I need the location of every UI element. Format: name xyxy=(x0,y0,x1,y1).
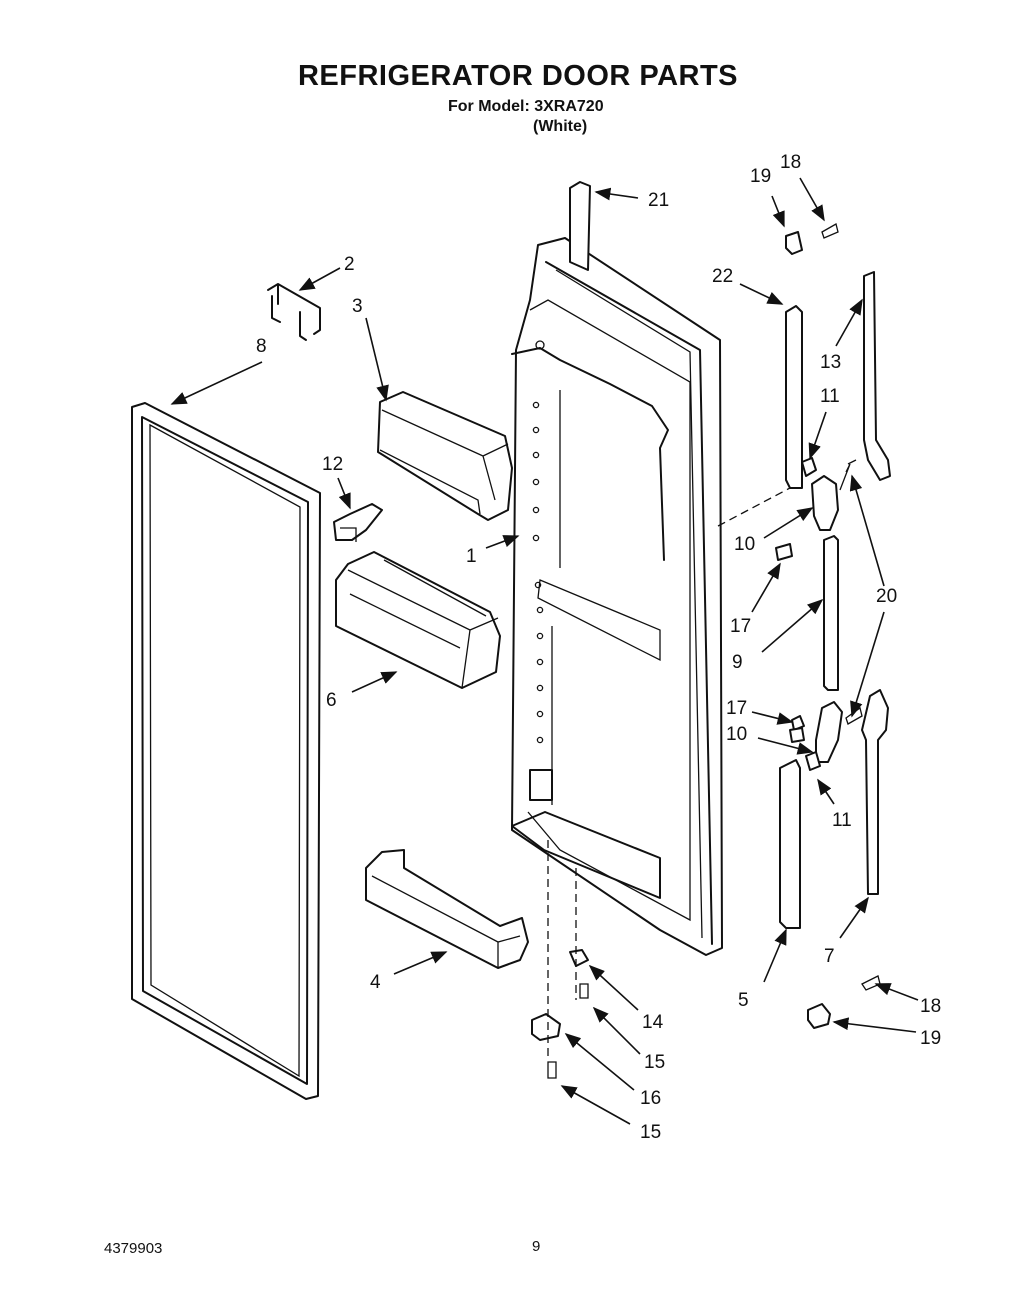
callout-19-top: 19 xyxy=(750,166,771,187)
callout-11-upper: 11 xyxy=(820,386,840,407)
handle-cap-lower xyxy=(815,701,843,763)
page-title: REFRIGERATOR DOOR PARTS xyxy=(297,60,739,92)
callout-9: 9 xyxy=(732,652,743,673)
handle-trim-upper xyxy=(863,271,891,481)
color-label: (White) xyxy=(533,118,588,135)
top-trim-strip xyxy=(569,181,591,271)
callout-4: 4 xyxy=(370,972,381,993)
door-shelf xyxy=(365,849,529,969)
handle-trim-lower xyxy=(861,689,889,895)
model-label: For Model: 3XRA720 xyxy=(448,98,604,115)
lower-trim-strip xyxy=(779,759,801,929)
callout-21: 21 xyxy=(648,190,669,211)
callout-15-upper: 15 xyxy=(644,1052,665,1073)
callout-3: 3 xyxy=(352,296,363,317)
clip-part xyxy=(267,283,321,341)
callout-10-upper: 10 xyxy=(734,534,755,555)
callout-12: 12 xyxy=(322,454,343,475)
callout-20: 20 xyxy=(876,586,897,607)
callout-arrows xyxy=(170,177,919,1125)
callout-17-upper: 17 xyxy=(730,616,751,637)
callout-14: 14 xyxy=(642,1012,664,1033)
callout-18-bottom: 18 xyxy=(920,996,941,1017)
callout-labels: 21 2 3 8 12 1 6 4 19 18 22 13 11 10 17 2… xyxy=(256,152,941,1143)
door-bin xyxy=(335,551,501,689)
callout-16: 16 xyxy=(640,1088,661,1109)
callout-1: 1 xyxy=(466,546,477,567)
dairy-compartment xyxy=(377,391,513,521)
callout-13: 13 xyxy=(820,352,841,373)
callout-7: 7 xyxy=(824,946,835,967)
door-liner xyxy=(511,237,723,956)
callout-2: 2 xyxy=(344,254,355,275)
door-gasket xyxy=(131,402,321,1100)
callout-10-lower: 10 xyxy=(726,724,747,745)
door-rail xyxy=(823,535,839,691)
upper-trim-strip xyxy=(785,305,803,489)
callout-17-lower: 17 xyxy=(726,698,747,719)
callout-19-bottom: 19 xyxy=(920,1028,941,1049)
document-number: 4379903 xyxy=(104,1240,163,1257)
callout-15-lower: 15 xyxy=(640,1122,661,1143)
callout-6: 6 xyxy=(326,690,337,711)
handle-cap-upper xyxy=(811,475,839,531)
callout-18-top: 18 xyxy=(780,152,801,173)
page-number: 9 xyxy=(532,1238,541,1255)
bracket-part xyxy=(333,503,383,542)
callout-22: 22 xyxy=(712,266,733,287)
callout-8: 8 xyxy=(256,336,267,357)
callout-5: 5 xyxy=(738,990,749,1011)
callout-11-lower: 11 xyxy=(832,810,852,831)
